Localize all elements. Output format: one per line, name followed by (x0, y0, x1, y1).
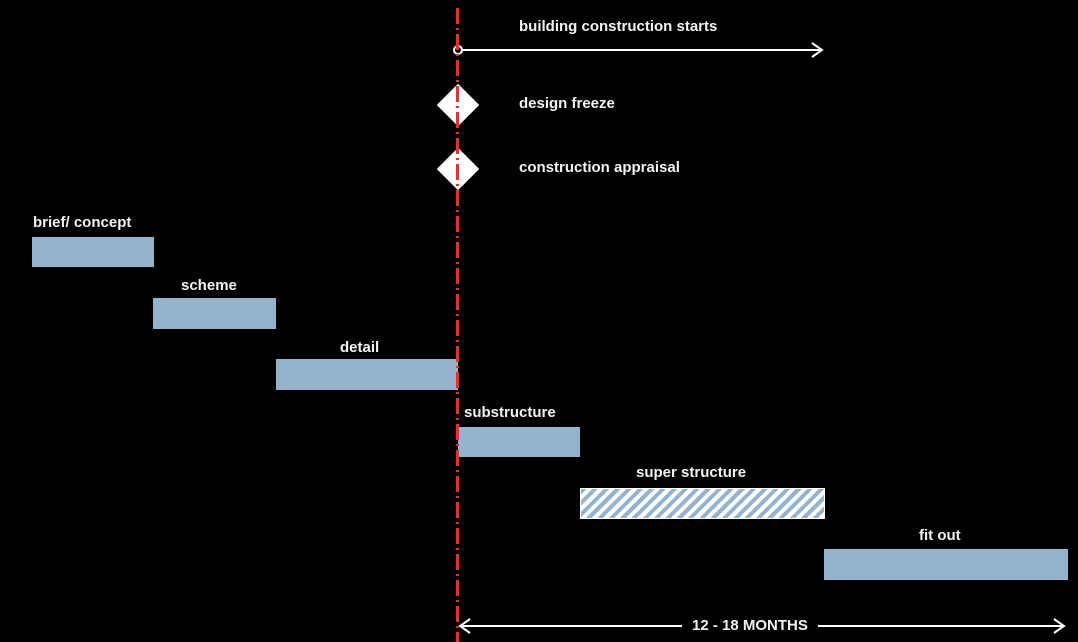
task-bar-substructure (458, 427, 580, 457)
task-bar-brief-concept (32, 237, 154, 267)
task-bar-super-structure (580, 488, 825, 519)
construction-starts-label: building construction starts (519, 18, 718, 35)
duration-label: 12 - 18 MONTHS (682, 617, 818, 635)
construction-appraisal-label: construction appraisal (519, 159, 680, 176)
task-label-super-structure: super structure (636, 464, 747, 481)
task-label-fit-out: fit out (919, 527, 961, 544)
task-label-substructure: substructure (464, 404, 556, 421)
task-label-detail: detail (340, 339, 380, 356)
construction-start-line (456, 8, 459, 642)
design-freeze-label: design freeze (519, 95, 615, 112)
task-bar-scheme (153, 298, 276, 329)
construction-start-arrow (453, 42, 824, 58)
task-label-brief-concept: brief/ concept (33, 214, 132, 231)
task-bar-detail (276, 359, 458, 390)
task-label-scheme: scheme (181, 277, 237, 294)
task-bar-fit-out (824, 549, 1068, 580)
